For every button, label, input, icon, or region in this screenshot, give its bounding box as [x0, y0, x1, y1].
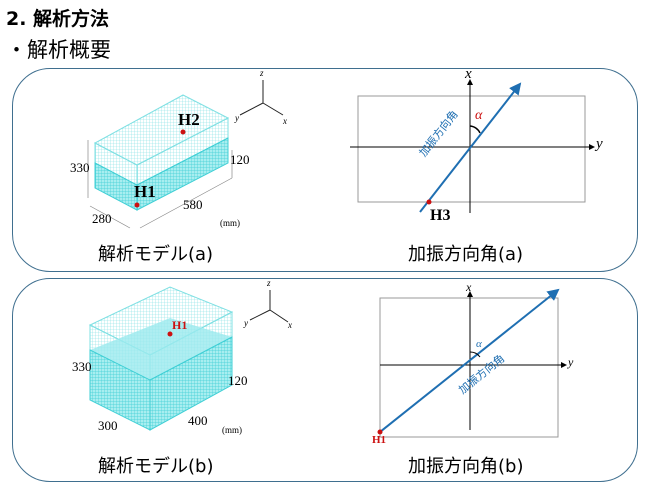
dim-height: 330 [70, 160, 90, 175]
dim-width-b: 300 [98, 418, 118, 433]
alpha-label: α [475, 108, 483, 123]
caption-angle-a: 加振方向角(a) [408, 244, 524, 265]
point-h3-label: H3 [430, 207, 451, 224]
dim-length-b: 400 [188, 413, 208, 428]
angle-axis-y-b: y [568, 355, 574, 369]
angle-b-diagram [377, 288, 567, 438]
dim-length: 580 [183, 197, 203, 212]
dim-width: 280 [92, 211, 112, 226]
angle-axis-x-b: x [466, 280, 472, 294]
caption-model-a: 解析モデル(a) [98, 244, 214, 265]
panel-b [12, 278, 638, 482]
model-a-mesh [87, 80, 284, 229]
angle-a-diagram [350, 79, 595, 213]
axis-x-b: x [288, 320, 292, 330]
dim-upper: 120 [230, 152, 250, 167]
dim-height-b: 330 [72, 359, 92, 374]
axis-x: x [283, 116, 287, 126]
slide-title: 2. 解析方法 [6, 8, 110, 30]
model-b-mesh [88, 286, 289, 431]
axis-y: y [235, 113, 239, 123]
dim-upper-b: 120 [228, 373, 248, 388]
axis-z: z [260, 68, 264, 78]
point-h1-label-b: H1 [172, 318, 188, 332]
angle-axis-x: x [465, 66, 472, 82]
panel-a [12, 68, 638, 272]
unit-label: (mm) [220, 218, 240, 228]
axis-z-b: z [267, 278, 271, 288]
point-h2-label: H2 [178, 110, 200, 129]
point-h1-label: H1 [134, 182, 156, 201]
point-h1-angle-b: H1 [372, 434, 387, 446]
caption-model-b: 解析モデル(b) [98, 456, 214, 477]
caption-angle-b: 加振方向角(b) [408, 456, 524, 477]
angle-axis-y: y [596, 136, 603, 152]
unit-label-b: (mm) [222, 425, 242, 435]
alpha-label-b: α [476, 338, 482, 350]
slide-subtitle: ・解析概要 [6, 38, 111, 62]
axis-y-b: y [244, 318, 248, 328]
